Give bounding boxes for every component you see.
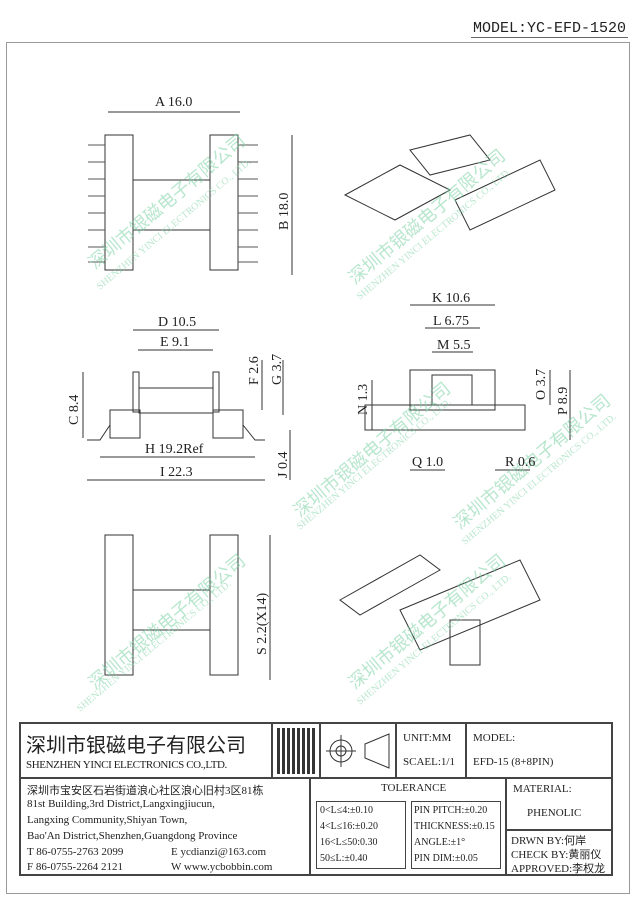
email: E ycdianzi@163.com — [171, 846, 267, 858]
projection-symbol — [320, 723, 396, 778]
dim-i: I 22.3 — [160, 465, 193, 480]
material-cell: MATERIAL: PHENOLIC — [506, 778, 612, 830]
drawn-by: DRWN BY:何岸 — [511, 835, 587, 847]
tolerance-row: 0<L≤4:±0.10 — [320, 805, 374, 816]
material-value: PHENOLIC — [527, 807, 582, 819]
material-label: MATERIAL: — [513, 783, 572, 795]
tolerance-row: 16<L≤50:0.30 — [320, 837, 378, 848]
top-view — [88, 111, 293, 275]
dim-d: D 10.5 — [158, 315, 196, 330]
watermark-en: SHENZHEN YINCI ELECTRONICS CO., LTD. — [355, 167, 514, 303]
dim-s: S 2.2(X14) — [255, 592, 270, 655]
dim-f: F 2.6 — [247, 356, 262, 385]
bottom-view — [104, 534, 271, 680]
watermark-cn: 深圳市银磁电子有限公司 — [345, 145, 510, 288]
tolerance-title: TOLERANCE — [381, 782, 447, 794]
checked-by: CHECK BY:黄丽仪 — [511, 849, 602, 861]
address-line: Langxing Community,Shiyan Town, — [27, 814, 188, 826]
website: W www.ycbobbin.com — [171, 861, 273, 873]
front-view — [364, 304, 571, 471]
model-value: EFD-15 (8+8PIN) — [473, 756, 554, 768]
watermark-cn: 深圳市银磁电子有限公司 — [85, 550, 250, 693]
address-cell: 深圳市宝安区石岩街道浪心社区浪心旧村3区81栋 81st Building,3r… — [20, 778, 310, 875]
dim-o: O 3.7 — [534, 369, 549, 400]
unit-scale-cell: UNIT:MM SCAEL:1/1 — [396, 723, 466, 778]
tolerance-row: PIN PITCH:±0.20 — [414, 805, 488, 816]
approved-by: APPROVED:李权龙 — [511, 863, 606, 875]
company-name-en: SHENZHEN YINCI ELECTRONICS CO.,LTD. — [26, 759, 227, 771]
tolerance-row: ANGLE:±1° — [414, 837, 466, 848]
tolerance-length: 0<L≤4:±0.10 4<L≤16:±0.20 16<L≤50:0.30 50… — [316, 801, 406, 869]
sheet-frame — [6, 42, 630, 894]
address-line: 深圳市宝安区石岩街道浪心社区浪心旧村3区81栋 — [27, 785, 264, 797]
dim-p: P 8.9 — [556, 387, 571, 415]
watermark-en: SHENZHEN YINCI ELECTRONICS CO., LTD. — [355, 572, 514, 708]
tolerance-other: PIN PITCH:±0.20 THICKNESS:±0.15 ANGLE:±1… — [411, 801, 501, 869]
watermark-en: SHENZHEN YINCI ELECTRONICS CO., LTD. — [460, 412, 619, 548]
qr-code — [272, 723, 320, 778]
model-cell: MODEL: EFD-15 (8+8PIN) — [466, 723, 612, 778]
fax: F 86-0755-2264 2121 — [27, 861, 123, 873]
isometric-view-bottom — [339, 554, 541, 666]
scale: SCAEL:1/1 — [403, 756, 455, 768]
tolerance-row: PIN DIM:±0.05 — [414, 853, 478, 864]
tolerance-row: THICKNESS:±0.15 — [414, 821, 495, 832]
dim-b: B 18.0 — [277, 193, 292, 230]
drawings: 深圳市银磁电子有限公司 SHENZHEN YINCI ELECTRONICS C… — [67, 95, 619, 714]
dim-g: G 3.7 — [270, 354, 285, 385]
dim-l: L 6.75 — [433, 314, 469, 329]
watermark-cn: 深圳市银磁电子有限公司 — [345, 550, 510, 693]
watermark-cn: 深圳市银磁电子有限公司 — [85, 130, 250, 273]
dim-a: A 16.0 — [155, 95, 192, 110]
dim-q: Q 1.0 — [412, 455, 443, 470]
approval-cell: DRWN BY:何岸 CHECK BY:黄丽仪 APPROVED:李权龙 — [506, 830, 612, 875]
address-line: 81st Building,3rd District,Langxingjiucu… — [27, 798, 215, 810]
dim-c: C 8.4 — [67, 395, 82, 425]
telephone: T 86-0755-2763 2099 — [27, 846, 124, 858]
address-line: Bao'An District,Shenzhen,Guangdong Provi… — [27, 830, 238, 842]
side-view — [82, 329, 291, 481]
dim-j: J 0.4 — [276, 452, 291, 478]
dim-m: M 5.5 — [437, 338, 470, 353]
dim-e: E 9.1 — [160, 335, 190, 350]
isometric-view-top — [343, 134, 556, 231]
title-block: 深圳市银磁电子有限公司 SHENZHEN YINCI ELECTRONICS C… — [19, 722, 613, 876]
watermarks: 深圳市银磁电子有限公司 SHENZHEN YINCI ELECTRONICS C… — [75, 130, 619, 714]
model-label: MODEL: — [473, 732, 516, 744]
tolerance-cell: TOLERANCE 0<L≤4:±0.10 4<L≤16:±0.20 16<L≤… — [310, 778, 506, 875]
tolerance-row: 50≤L:±0.40 — [320, 853, 368, 864]
watermark-en: SHENZHEN YINCI ELECTRONICS CO., LTD. — [95, 157, 254, 293]
unit: UNIT:MM — [403, 732, 452, 744]
company-name-cn: 深圳市银磁电子有限公司 — [26, 735, 246, 757]
dim-n: N 1.3 — [356, 384, 371, 415]
dim-h: H 19.2Ref — [145, 442, 204, 457]
dim-r: R 0.6 — [505, 455, 535, 470]
dim-k: K 10.6 — [432, 291, 470, 306]
company-cell: 深圳市银磁电子有限公司 SHENZHEN YINCI ELECTRONICS C… — [20, 723, 272, 778]
tolerance-row: 4<L≤16:±0.20 — [320, 821, 379, 832]
model-header: MODEL:YC-EFD-1520 — [470, 20, 628, 38]
